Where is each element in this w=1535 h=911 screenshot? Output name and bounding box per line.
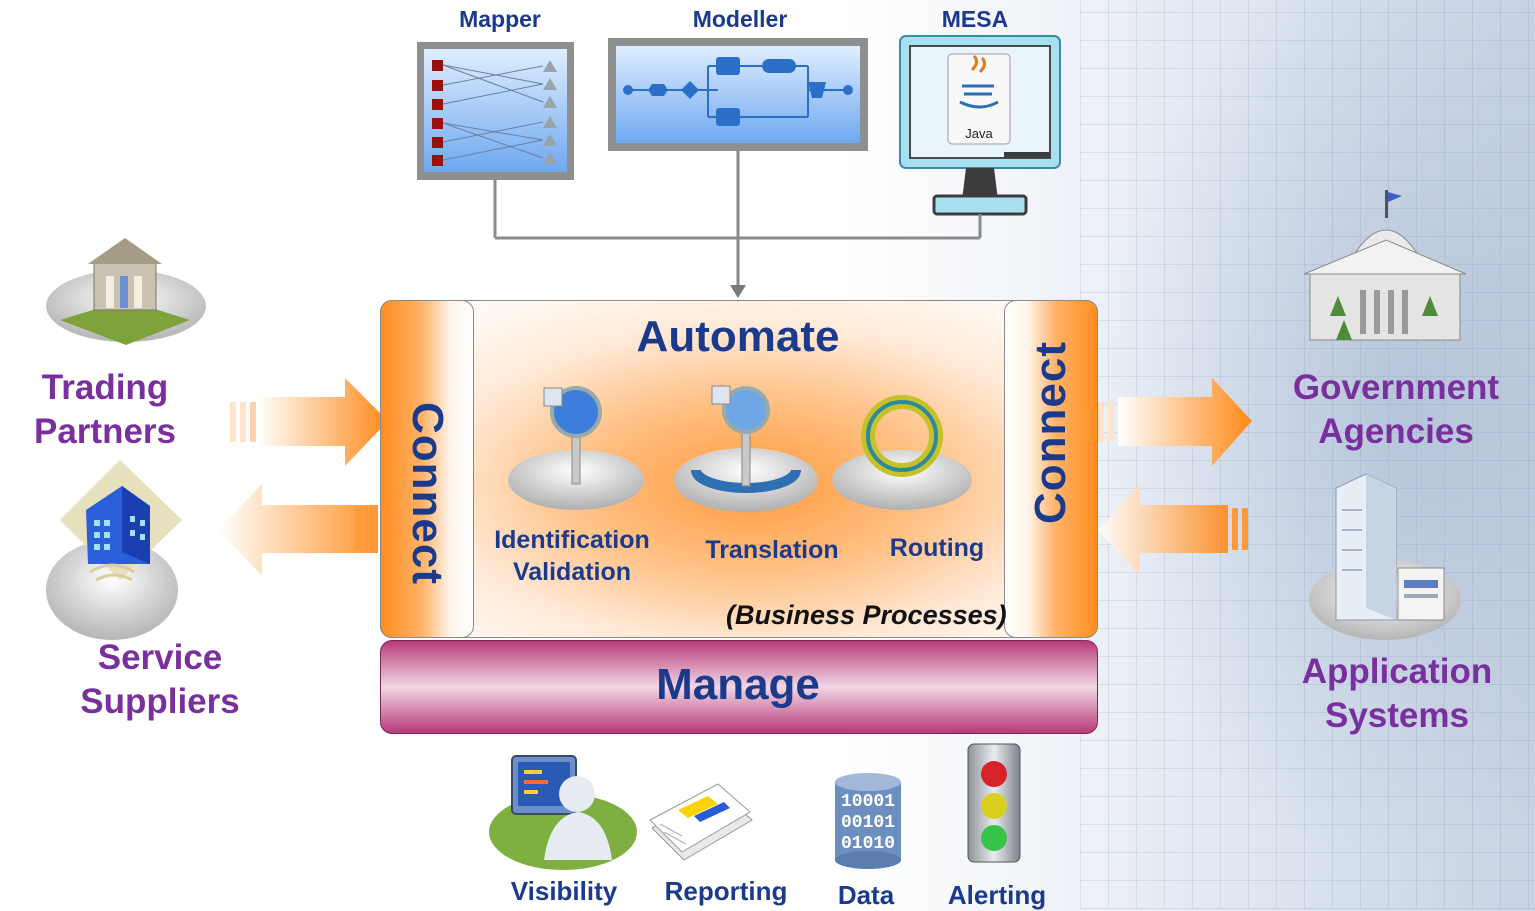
connect-bar-left bbox=[380, 300, 474, 638]
suppliers-text: Suppliers bbox=[80, 682, 240, 721]
data-label: Data bbox=[837, 880, 895, 910]
business-processes-label: (Business Processes) bbox=[726, 600, 1007, 630]
partners-text: Partners bbox=[33, 412, 177, 451]
service-suppliers-label: Service Suppliers bbox=[50, 636, 270, 724]
connect-label-right: Connect bbox=[1026, 341, 1075, 524]
traffic-light-icon bbox=[967, 743, 1021, 863]
government-text: Government bbox=[1292, 368, 1500, 407]
reporting-icon bbox=[649, 783, 753, 861]
step-icons bbox=[508, 385, 972, 512]
government-agencies-label: Government Agencies bbox=[1260, 366, 1532, 454]
mapper-label: Mapper bbox=[459, 6, 541, 32]
agencies-text: Agencies bbox=[1318, 412, 1474, 451]
binary-row-1: 10001 bbox=[840, 792, 895, 812]
data-cylinder-icon bbox=[835, 773, 901, 869]
application-text: Application bbox=[1301, 652, 1493, 691]
world-map-background bbox=[1080, 0, 1535, 909]
mesa-monitor-icon bbox=[899, 35, 1061, 216]
trading-partners-label: Trading Partners bbox=[10, 366, 200, 454]
validation-text: Validation bbox=[512, 558, 632, 586]
automate-title: Automate bbox=[636, 312, 840, 361]
application-systems-label: Application Systems bbox=[1270, 650, 1524, 738]
translation-icon bbox=[674, 385, 818, 512]
binary-row-2: 00101 bbox=[840, 813, 895, 833]
systems-text: Systems bbox=[1325, 696, 1469, 735]
routing-icon bbox=[832, 395, 972, 510]
government-capitol-icon bbox=[1303, 190, 1467, 341]
manage-bar bbox=[380, 640, 1098, 734]
inbound-arrow-right bbox=[1098, 484, 1248, 576]
alerting-label: Alerting bbox=[947, 880, 1047, 910]
mesa-label: MESA bbox=[941, 6, 1009, 32]
manage-label: Manage bbox=[656, 660, 820, 709]
reporting-label: Reporting bbox=[664, 876, 788, 906]
trading-text: Trading bbox=[41, 368, 169, 407]
mapper-window-icon bbox=[417, 42, 574, 180]
application-server-icon bbox=[1309, 473, 1461, 640]
modeller-window-icon bbox=[608, 38, 868, 151]
java-label: Java bbox=[965, 126, 993, 141]
visibility-icon bbox=[489, 755, 637, 870]
translation-label: Translation bbox=[705, 536, 839, 564]
tool-connector-lines bbox=[493, 151, 982, 288]
outbound-arrow-left bbox=[218, 484, 378, 576]
identification-icon bbox=[508, 386, 644, 510]
identification-text: Identification bbox=[494, 526, 650, 554]
routing-label: Routing bbox=[889, 534, 985, 562]
identification-label: Identification Validation bbox=[468, 524, 676, 588]
service-text: Service bbox=[97, 638, 223, 677]
bank-building-icon bbox=[46, 238, 206, 345]
down-arrow-icon bbox=[730, 285, 746, 298]
binary-digits: 10001 00101 01010 bbox=[836, 792, 900, 855]
connect-label-left: Connect bbox=[403, 402, 452, 585]
modeller-label: Modeller bbox=[692, 6, 788, 32]
inbound-arrow-left bbox=[230, 378, 388, 466]
visibility-label: Visibility bbox=[510, 876, 618, 906]
office-building-icon bbox=[46, 460, 182, 640]
outbound-arrow-right bbox=[1098, 378, 1252, 466]
binary-row-3: 01010 bbox=[840, 834, 895, 854]
